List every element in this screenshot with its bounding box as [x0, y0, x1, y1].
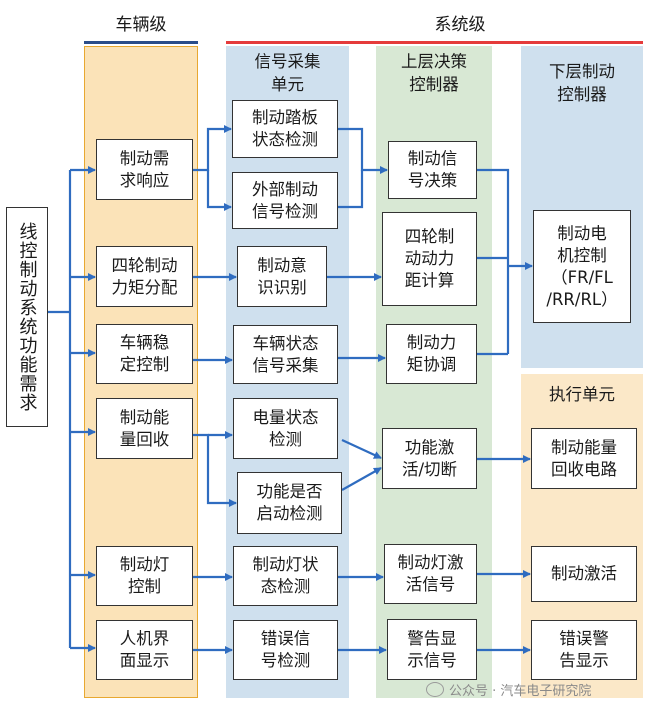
signal-box-battery-state: 电量状态 检测 [233, 398, 338, 459]
vehicle-box-energy-recovery: 制动能 量回收 [96, 398, 193, 459]
exec-column-title: 执行单元 [549, 385, 615, 404]
signal-box-intent-recognition: 制动意 识识别 [237, 246, 327, 307]
vehicle-box-torque-distribution: 四轮制动 力矩分配 [96, 246, 193, 307]
upper-box-brake-light-signal: 制动灯激 活信号 [384, 544, 477, 604]
vehicle-box-stability-control: 车辆稳 定控制 [96, 324, 193, 384]
vehicle-box-braking-demand: 制动需 求响应 [96, 139, 193, 200]
vehicle-box-hmi-display: 人机界 面显示 [96, 620, 193, 680]
signal-box-function-start: 功能是否 启动检测 [237, 472, 342, 534]
exec-box-brake-activation: 制动激活 [531, 546, 637, 602]
signal-column-title: 信号采集 单元 [254, 52, 321, 94]
exec-box-energy-recovery-circuit: 制动能量 回收电路 [531, 428, 637, 489]
system-level-underline [226, 41, 643, 44]
upper-box-torque-coordination: 制动力 矩协调 [386, 324, 477, 384]
lower-column-title: 下层制动 控制器 [549, 62, 615, 104]
vehicle-level-heading: 车辆级 [115, 15, 167, 35]
upper-box-activate-cutoff: 功能激 活/切断 [382, 428, 477, 489]
signal-box-vehicle-state: 车辆状态 信号采集 [233, 325, 338, 384]
upper-box-torque-calculation: 四轮制 动动力 距计算 [382, 212, 477, 306]
root-function-requirement: 线控制动系统功能需求 [6, 207, 48, 427]
wechat-icon [426, 682, 444, 697]
exec-box-error-warning-display: 错误警 告显示 [531, 620, 637, 680]
vehicle-box-brake-light: 制动灯 控制 [96, 546, 193, 606]
upper-column-title: 上层决策 控制器 [401, 52, 467, 94]
signal-box-brake-light-state: 制动灯状 态检测 [233, 546, 338, 606]
watermark: 公众号 · 汽车电子研究院 [426, 680, 591, 699]
signal-box-external-signal: 外部制动 信号检测 [232, 172, 338, 229]
upper-box-warning-signal: 警告显 示信号 [387, 619, 477, 680]
vehicle-level-underline [84, 41, 198, 44]
signal-box-pedal-state: 制动踏板 状态检测 [232, 100, 338, 158]
lower-box-motor-control: 制动电 机控制 （FR/FL /RR/RL） [533, 210, 631, 323]
upper-box-signal-decision: 制动信 号决策 [388, 141, 477, 199]
signal-box-error-detection: 错误信 号检测 [233, 620, 338, 680]
system-level-heading: 系统级 [434, 15, 486, 35]
